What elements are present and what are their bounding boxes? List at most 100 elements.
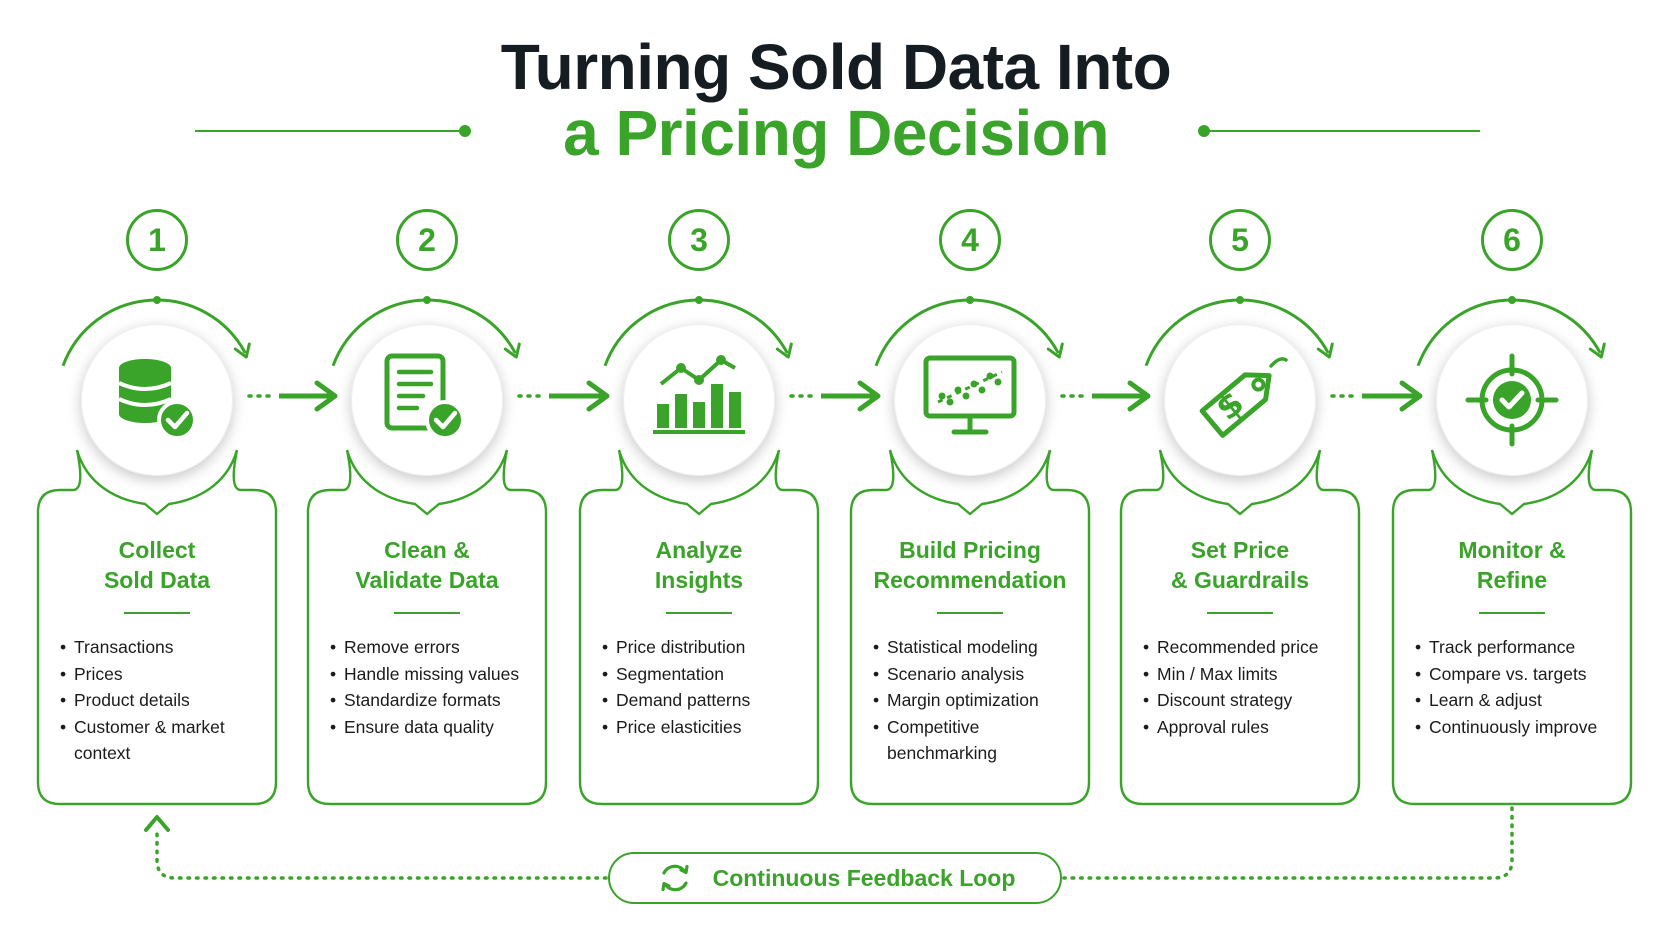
feedback-loop-label: Continuous Feedback Loop <box>712 864 1016 891</box>
step-5-number-badge: 5 <box>1209 209 1271 271</box>
step-4-arc-dot <box>966 296 974 304</box>
document-check-icon <box>384 353 465 440</box>
step-3-arc-arrowhead <box>775 342 793 359</box>
bullet-item: Transactions <box>60 634 268 661</box>
monitor-scatter-icon <box>923 355 1017 435</box>
feedback-loop-arrowhead <box>144 815 170 832</box>
bullet-item: Handle missing values <box>330 661 538 688</box>
bullet-item: Prices <box>60 661 268 688</box>
step-1-divider <box>124 612 190 614</box>
database-check-icon <box>118 359 197 440</box>
connector-4-arrowhead <box>1127 380 1151 412</box>
step-2-arc-arrowhead <box>503 342 521 359</box>
target-check-icon <box>1465 353 1559 447</box>
step-2-title: Clean & Validate Data <box>355 537 499 593</box>
step-6-arc-arrowhead <box>1588 342 1606 359</box>
step-4-number-badge: 4 <box>939 209 1001 271</box>
feedback-loop-path-left <box>155 830 608 880</box>
step-2-arc <box>331 298 517 367</box>
step-1-arc <box>61 298 247 367</box>
bullet-item: Discount strategy <box>1143 687 1351 714</box>
title-decor-line-right <box>1208 130 1480 132</box>
step-3-arc-dot <box>695 296 703 304</box>
step-2-arc-dot <box>423 296 431 304</box>
price-tag-icon: $ <box>1199 357 1288 438</box>
step-6-title: Monitor & Refine <box>1458 537 1566 593</box>
bullet-item: Standardize formats <box>330 687 538 714</box>
step-1-icon-circle <box>81 324 233 476</box>
step-6-divider <box>1479 612 1545 614</box>
step-3-divider <box>666 612 732 614</box>
bullet-item: Remove errors <box>330 634 538 661</box>
step-2-icon-circle <box>351 324 503 476</box>
step-6-number-badge: 6 <box>1481 209 1543 271</box>
bullet-item: Price distribution <box>602 634 810 661</box>
connector-2-arrowhead <box>586 380 610 412</box>
step-2-number-badge: 2 <box>396 209 458 271</box>
step-6-arc <box>1416 298 1602 367</box>
title-decor-dot-left <box>459 125 471 137</box>
bullet-item: Ensure data quality <box>330 714 538 741</box>
bullet-item: Compare vs. targets <box>1415 661 1623 688</box>
bullet-item: Learn & adjust <box>1415 687 1623 714</box>
step-4-title: Build Pricing Recommendation <box>873 537 1067 593</box>
step-1-bullet-list: TransactionsPricesProduct detailsCustome… <box>60 634 268 767</box>
step-5-divider <box>1207 612 1273 614</box>
connector-1-arrowhead <box>314 380 338 412</box>
title-decor-line-left <box>195 130 465 132</box>
step-6-arc-dot <box>1508 296 1516 304</box>
title-decor-dot-right <box>1198 125 1210 137</box>
bullet-item: Segmentation <box>602 661 810 688</box>
step-5-arc-arrowhead <box>1316 342 1334 359</box>
bullet-item: Customer & market context <box>60 714 268 767</box>
bullet-item: Price elasticities <box>602 714 810 741</box>
feedback-loop-pill: Continuous Feedback Loop <box>608 852 1062 904</box>
step-5-arc-dot <box>1236 296 1244 304</box>
bar-line-chart-icon <box>653 355 745 434</box>
bullet-item: Competitive benchmarking <box>873 714 1081 767</box>
bullet-item: Min / Max limits <box>1143 661 1351 688</box>
bullet-item: Product details <box>60 687 268 714</box>
bullet-item: Demand patterns <box>602 687 810 714</box>
step-1-number-badge: 1 <box>126 209 188 271</box>
step-3-bullet-list: Price distributionSegmentationDemand pat… <box>602 634 810 740</box>
step-1-arc-arrowhead <box>233 342 251 359</box>
bullet-item: Approval rules <box>1143 714 1351 741</box>
refresh-cycle-icon <box>660 864 689 892</box>
bullet-item: Recommended price <box>1143 634 1351 661</box>
bullet-item: Statistical modeling <box>873 634 1081 661</box>
step-2-divider <box>394 612 460 614</box>
bullet-item: Continuously improve <box>1415 714 1623 741</box>
step-3-card <box>578 449 820 806</box>
bullet-item: Track performance <box>1415 634 1623 661</box>
step-4-arc <box>874 298 1060 367</box>
connector-5-arrowhead <box>1399 380 1423 412</box>
step-4-divider <box>937 612 1003 614</box>
step-1-arc-dot <box>153 296 161 304</box>
step-2-card <box>306 449 548 806</box>
step-5-title: Set Price & Guardrails <box>1170 537 1310 593</box>
step-3-number-badge: 3 <box>668 209 730 271</box>
step-6-card <box>1391 449 1633 806</box>
title-line-1: Turning Sold Data Into <box>500 31 1172 103</box>
title-line-2: a Pricing Decision <box>563 97 1109 169</box>
bullet-item: Margin optimization <box>873 687 1081 714</box>
feedback-loop-path-right <box>1062 806 1514 880</box>
step-5-arc <box>1144 298 1330 367</box>
step-4-bullet-list: Statistical modelingScenario analysisMar… <box>873 634 1081 767</box>
step-3-title: Analyze Insights <box>654 537 744 593</box>
step-1-title: Collect Sold Data <box>103 537 211 593</box>
step-2-bullet-list: Remove errorsHandle missing valuesStanda… <box>330 634 538 740</box>
step-6-icon-circle <box>1436 324 1588 476</box>
step-4-icon-circle <box>894 324 1046 476</box>
step-4-arc-arrowhead <box>1046 342 1064 359</box>
step-3-icon-circle <box>623 324 775 476</box>
connector-3-arrowhead <box>857 380 881 412</box>
step-5-card <box>1119 449 1361 806</box>
step-3-arc <box>603 298 789 367</box>
step-5-bullet-list: Recommended priceMin / Max limitsDiscoun… <box>1143 634 1351 740</box>
step-5-icon-circle: $ <box>1164 324 1316 476</box>
step-6-bullet-list: Track performanceCompare vs. targetsLear… <box>1415 634 1623 740</box>
bullet-item: Scenario analysis <box>873 661 1081 688</box>
